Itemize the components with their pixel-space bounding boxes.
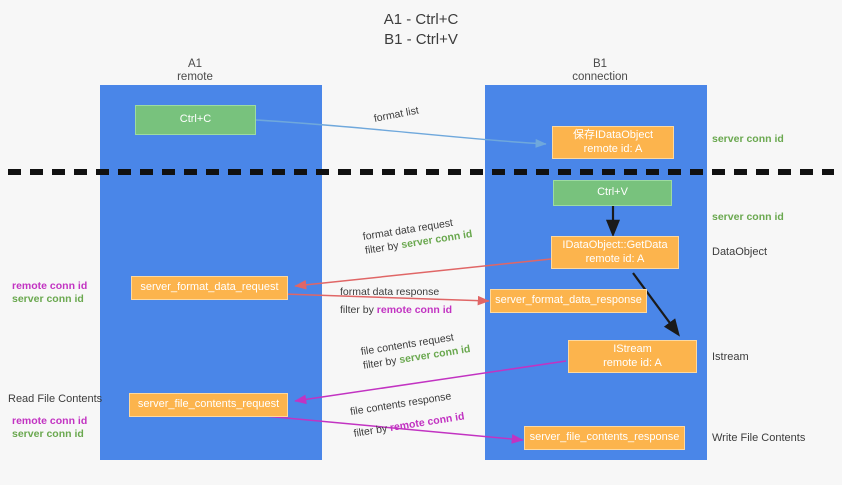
lane-b1-name: B1 <box>592 58 608 70</box>
node-istream-title: IStream <box>613 343 652 355</box>
lane-a1-sub: remote <box>177 71 213 83</box>
annotation-left-read-file-contents: Read File Contents <box>8 393 103 405</box>
node-ctrl-v-label: Ctrl+V <box>597 186 628 199</box>
node-getdata-remote-id: remote id: A <box>585 252 645 265</box>
caption-file-res-filter-prefix: filter by <box>352 422 391 440</box>
lane-a1-name: A1 <box>187 58 203 70</box>
node-idataobject-getdata[interactable]: IDataObject::GetData remote id: A <box>551 236 679 269</box>
node-server-format-data-request[interactable]: server_format_data_request <box>131 276 288 300</box>
node-ctrl-v[interactable]: Ctrl+V <box>553 180 672 206</box>
annotation-left-remote-conn-id-1: remote conn id <box>12 280 88 292</box>
title-line-1: A1 - Ctrl+C <box>383 11 459 28</box>
caption-file-contents-request: file contents request filter by server c… <box>360 328 472 373</box>
node-istream-remote-id: remote id: A <box>603 356 662 369</box>
caption-format-data-response-line2: filter by remote conn id <box>340 303 452 317</box>
node-server-file-contents-response-label: server_file_contents_response <box>529 431 680 444</box>
annotation-right-dataobject: DataObject <box>712 246 768 258</box>
node-ctrl-c[interactable]: Ctrl+C <box>135 105 256 135</box>
annotation-right-server-conn-id-2: server conn id <box>712 211 784 223</box>
node-server-format-data-request-label: server_format_data_request <box>140 281 279 294</box>
node-save-idataobject-remote-id: remote id: A <box>583 142 643 155</box>
caption-format-list-text: format list <box>372 104 420 125</box>
node-server-file-contents-request-label: server_file_contents_request <box>137 398 280 411</box>
annotation-right-write-file-contents: Write File Contents <box>712 432 806 444</box>
node-server-format-data-response-label: server_format_data_response <box>495 294 642 307</box>
title-line-2: B1 - Ctrl+V <box>384 31 458 48</box>
node-istream[interactable]: IStream remote id: A <box>568 340 697 373</box>
node-server-file-contents-request[interactable]: server_file_contents_request <box>129 393 288 417</box>
annotation-right-server-conn-id-1: server conn id <box>712 133 784 145</box>
caption-fmt-res-filter-prefix: filter by <box>340 304 377 316</box>
diagram-title: A1 - Ctrl+C B1 - Ctrl+V <box>0 10 842 50</box>
lane-header-b1: B1 connection <box>530 58 670 84</box>
caption-format-list: format list <box>373 103 420 125</box>
node-save-idataobject-title: 保存IDataObject <box>572 129 654 141</box>
node-server-file-contents-response[interactable]: server_file_contents_response <box>524 426 685 450</box>
annotation-left-server-conn-id-1: server conn id <box>12 293 84 305</box>
lane-b1-sub: connection <box>572 71 628 83</box>
caption-file-res-filter-key: remote conn id <box>389 410 466 435</box>
node-server-format-data-response[interactable]: server_format_data_response <box>490 289 647 313</box>
caption-format-data-response-line1: format data response <box>340 286 440 298</box>
annotation-right-istream: Istream <box>712 351 749 363</box>
annotation-left-server-conn-id-2: server conn id <box>12 428 84 440</box>
caption-format-data-request: format data request filter by server con… <box>362 213 474 258</box>
node-save-idataobject[interactable]: 保存IDataObject remote id: A <box>552 126 674 159</box>
caption-file-contents-response: file contents response filter by remote … <box>349 388 465 441</box>
annotation-left-remote-conn-id-2: remote conn id <box>12 415 88 427</box>
lane-header-a1: A1 remote <box>130 58 260 84</box>
node-ctrl-c-label: Ctrl+C <box>179 113 212 126</box>
node-getdata-title: IDataObject::GetData <box>562 239 668 251</box>
caption-fmt-res-filter-key: remote conn id <box>376 304 453 316</box>
caption-format-data-response: format data response filter by remote co… <box>340 285 452 317</box>
